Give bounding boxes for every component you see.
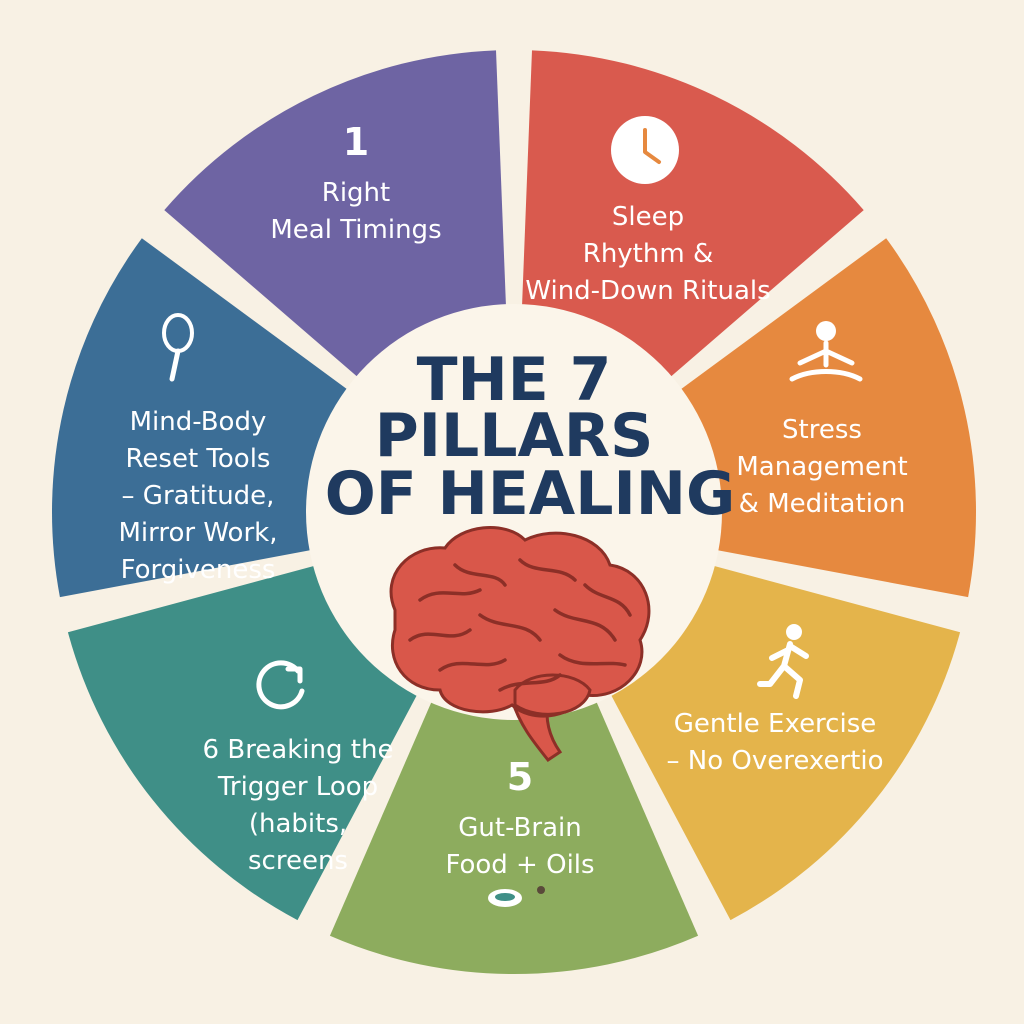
pillar-label-4: Gentle Exercise – No Overexertio [667, 709, 884, 776]
mirror-icon [162, 313, 194, 382]
pillar-line: Rhythm & [583, 239, 713, 269]
pillar-number: 5 [507, 755, 533, 799]
pillar-line: Gentle Exercise [674, 709, 877, 739]
wheel-title: THE 7 PILLARS OF HEALING [325, 345, 736, 529]
pillar-line: & Meditation [739, 489, 906, 519]
bowl-icon [488, 886, 545, 907]
title-line-3: OF HEALING [325, 459, 736, 529]
pillar-line: Mirror Work, [119, 518, 278, 548]
clock-icon [611, 116, 679, 184]
brain-icon [389, 526, 651, 763]
pillar-line: Management [736, 452, 907, 482]
pillar-line: Food + Oils [445, 850, 594, 880]
pillar-line: Sleep [612, 202, 684, 232]
pillar-line: Forgiveness [121, 555, 276, 585]
pillar-line: – No Overexertio [667, 746, 884, 776]
pillar-line: – Gratitude, [122, 481, 275, 511]
pillar-line: Mind-Body [130, 407, 267, 437]
pillar-line: screens [248, 846, 348, 876]
running-icon [757, 624, 809, 699]
pillar-line: Meal Timings [270, 215, 441, 245]
title-line-1: THE 7 [417, 345, 612, 415]
pillar-line: Gut-Brain [458, 813, 581, 843]
pillar-line: Stress [782, 415, 862, 445]
pillar-number: 1 [343, 120, 369, 164]
loop-icon [256, 660, 305, 710]
pillar-line: Reset Tools [126, 444, 271, 474]
pillar-line: Trigger Loop [217, 772, 378, 802]
pillar-line: Wind-Down Rituals [525, 276, 770, 306]
pillar-line: 6 Breaking the [203, 735, 394, 765]
pillar-line: (habits, [249, 809, 347, 839]
pillar-line: Right [322, 178, 390, 208]
pillar-icons [162, 116, 863, 907]
title-line-2: PILLARS [375, 401, 654, 471]
pillar-segment-4 [329, 512, 699, 974]
meditation-icon [789, 321, 863, 382]
